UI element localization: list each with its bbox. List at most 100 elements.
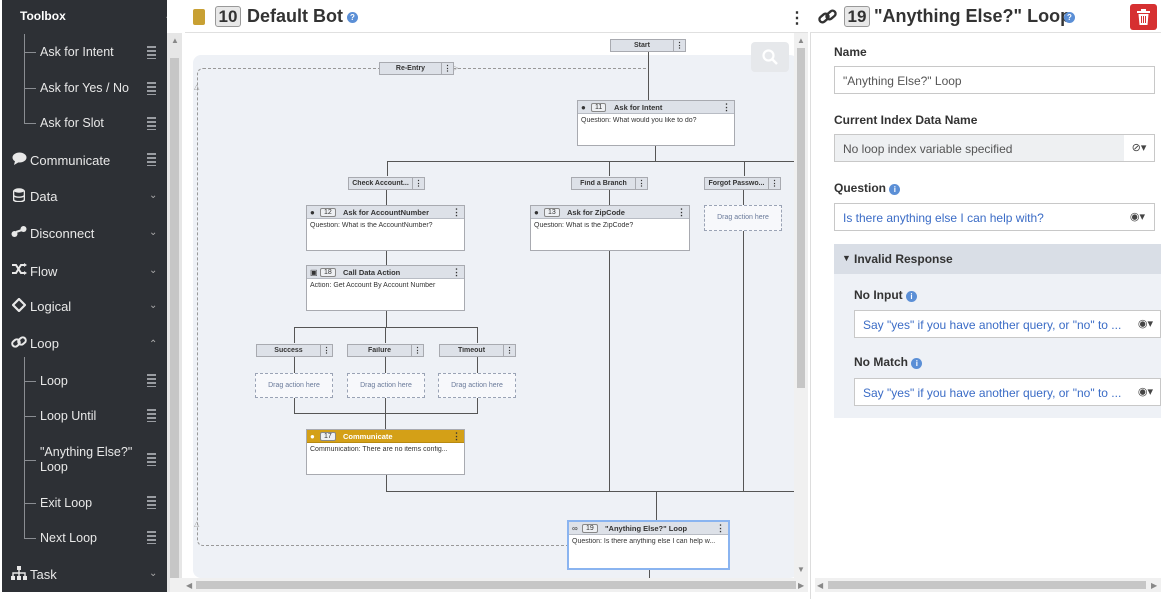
start-node[interactable]: Start⋮ [610, 39, 686, 52]
toolbox-item-label: Exit Loop [40, 496, 93, 510]
info-icon: i [906, 291, 917, 302]
toolbox-item-label: Loop [40, 374, 68, 388]
current-index-input[interactable]: No loop index variable specified [834, 134, 1125, 162]
canvas-horizontal-scrollbar-thumb[interactable] [196, 581, 796, 589]
node-menu-icon[interactable]: ⋮ [411, 345, 423, 356]
node-menu-icon[interactable]: ⋮ [677, 207, 686, 217]
flow-menu-kebab-icon[interactable]: ⋮ [789, 10, 805, 27]
properties-horizontal-scrollbar-thumb[interactable] [828, 581, 1146, 589]
help-icon[interactable]: ? [347, 12, 358, 23]
toolbox-item-next-loop[interactable]: Next Loop [2, 503, 167, 548]
drop-zone-success[interactable]: Drag action here [255, 373, 333, 398]
drop-zone-failure[interactable]: Drag action here [347, 373, 425, 398]
reentry-node[interactable]: Re-Entry⋮ [379, 62, 454, 75]
toolbox-category-task[interactable]: Task ⌄ [2, 564, 167, 584]
drag-handle-icon[interactable] [147, 453, 156, 466]
question-type-dropdown[interactable]: ◉▾ [1121, 203, 1155, 231]
question-input[interactable]: Is there anything else I can help with? [834, 203, 1122, 231]
node-menu-icon[interactable]: ⋮ [722, 102, 731, 112]
branch-forgot-password[interactable]: Forgot Passwo...⋮ [704, 177, 781, 190]
scroll-left-arrow-icon[interactable]: ◀ [186, 581, 193, 590]
branch-find-a-branch[interactable]: Find a Branch⋮ [571, 177, 648, 190]
node-menu-icon[interactable]: ⋮ [503, 345, 515, 356]
scroll-down-arrow-icon[interactable]: ▼ [797, 565, 805, 574]
node-menu-icon[interactable]: ⋮ [412, 178, 424, 189]
toolbox-item-loop-until[interactable]: Loop Until [2, 381, 167, 426]
scroll-left-arrow-icon[interactable]: ◀ [817, 581, 824, 590]
drag-handle-icon[interactable] [147, 409, 156, 422]
node-menu-icon[interactable]: ⋮ [452, 267, 461, 277]
toolbox-item-ask-for-slot[interactable]: Ask for Slot [2, 88, 167, 133]
invalid-response-header[interactable] [834, 244, 1161, 274]
help-icon[interactable]: ? [1064, 12, 1075, 23]
delete-button[interactable] [1130, 4, 1157, 30]
branch-check-account[interactable]: Check Account...⋮ [348, 177, 425, 190]
chevron-down-icon: ⌄ [149, 300, 158, 311]
no-input-field[interactable]: Say "yes" if you have another query, or … [854, 310, 1132, 338]
node-menu-icon[interactable]: ⋮ [635, 178, 647, 189]
toolbox-item-loop[interactable]: Loop [2, 357, 167, 391]
drag-handle-icon[interactable] [147, 496, 156, 509]
properties-title: "Anything Else?" Loop [874, 6, 1072, 26]
node-menu-icon[interactable]: ⋮ [768, 178, 780, 189]
node-menu-icon[interactable]: ⋮ [320, 345, 332, 356]
toolbox-category-flow[interactable]: Flow ⌄ [2, 261, 167, 281]
drag-handle-icon[interactable] [147, 117, 156, 130]
no-match-type-dropdown[interactable]: ◉▾ [1131, 378, 1161, 406]
toolbox-item-exit-loop[interactable]: Exit Loop [2, 460, 167, 513]
scroll-up-arrow-icon[interactable]: ▲ [171, 36, 179, 45]
drag-handle-icon[interactable] [147, 153, 156, 166]
toolbox-category-logical[interactable]: Logical ⌄ [2, 296, 167, 316]
collapse-toolbox-chevron-icon[interactable]: ‹ [166, 8, 171, 24]
node-menu-icon[interactable]: ⋮ [673, 40, 685, 51]
drop-zone-forgot-password[interactable]: Drag action here [704, 205, 782, 231]
drag-handle-icon[interactable] [147, 82, 156, 95]
toolbox-item-anything-else-loop[interactable]: "Anything Else?" Loop [2, 416, 167, 478]
toolbox-item-label: Loop Until [40, 409, 97, 423]
drag-handle-icon[interactable] [147, 531, 156, 544]
name-input[interactable]: "Anything Else?" Loop [834, 66, 1155, 94]
toolbox-category-disconnect[interactable]: Disconnect ⌄ [2, 223, 167, 243]
node-menu-icon[interactable]: ⋮ [441, 63, 453, 74]
branch-failure[interactable]: Failure⋮ [347, 344, 424, 357]
drag-handle-icon[interactable] [147, 46, 156, 59]
toolbox-category-loop[interactable]: Loop ⌃ [2, 333, 167, 353]
drop-zone-timeout[interactable]: Drag action here [438, 373, 516, 398]
chevron-up-icon: ⌃ [149, 339, 158, 350]
caret-down-icon[interactable]: ▼ [842, 253, 851, 263]
hierarchy-icon [10, 566, 28, 583]
no-match-field[interactable]: Say "yes" if you have another query, or … [854, 378, 1132, 406]
scroll-right-arrow-icon[interactable]: ▶ [798, 581, 805, 590]
node-anything-else-loop[interactable]: ∞19"Anything Else?" Loop⋮ Question: Is t… [567, 520, 730, 570]
toolbox-item-communicate[interactable]: Communicate [2, 150, 167, 170]
arrow-up-icon: △ [194, 84, 200, 91]
index-variable-dropdown[interactable]: ⊘▾ [1124, 134, 1155, 162]
branch-timeout[interactable]: Timeout⋮ [439, 344, 516, 357]
toolbox-category-data[interactable]: Data ⌄ [2, 186, 167, 206]
branch-success[interactable]: Success⋮ [256, 344, 333, 357]
scroll-right-arrow-icon[interactable]: ▶ [1151, 581, 1158, 590]
node-menu-icon[interactable]: ⋮ [716, 523, 725, 533]
node-menu-icon[interactable]: ⋮ [452, 207, 461, 217]
toolbox-scrollbar-thumb[interactable] [170, 58, 179, 578]
scroll-up-arrow-icon[interactable]: ▲ [797, 36, 805, 45]
toolbox-category-label: Data [30, 189, 58, 204]
database-icon: ▣ [310, 268, 318, 277]
drag-handle-icon[interactable] [147, 374, 156, 387]
canvas-search-button[interactable] [751, 42, 789, 72]
toolbox-item-ask-for-yes-no[interactable]: Ask for Yes / No [2, 52, 167, 98]
toolbox-category-label: Logical [30, 299, 72, 314]
node-menu-icon[interactable]: ⋮ [452, 431, 461, 441]
no-input-type-dropdown[interactable]: ◉▾ [1131, 310, 1161, 338]
no-input-label: No Input i [854, 288, 917, 302]
speech-bubble-icon: ● [581, 103, 586, 112]
canvas-vertical-scrollbar-thumb[interactable] [797, 48, 805, 388]
toolbox-item-ask-for-intent[interactable]: Ask for Intent [2, 34, 167, 62]
cube-icon: ◉ [1137, 318, 1148, 330]
